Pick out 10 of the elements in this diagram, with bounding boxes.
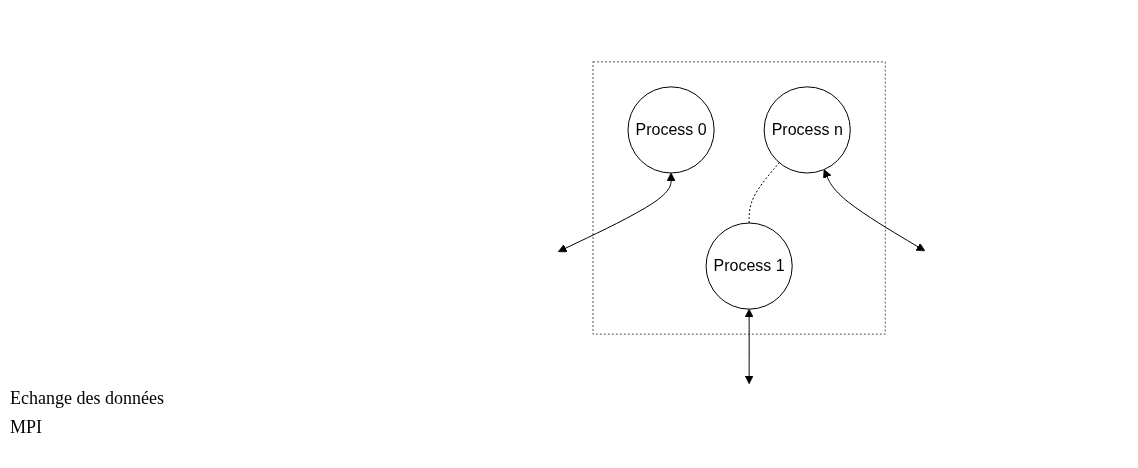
node-circle: Process 1 (705, 222, 793, 310)
note-text: Echange des données (10, 388, 165, 409)
note-text: MPI (10, 417, 43, 438)
cluster (592, 61, 886, 335)
connector (748, 162, 780, 224)
arrow (557, 172, 676, 253)
node-circle: Process n (763, 86, 851, 174)
arrow (744, 308, 754, 385)
node-circle: Process 0 (627, 86, 715, 174)
arrow (823, 169, 926, 252)
